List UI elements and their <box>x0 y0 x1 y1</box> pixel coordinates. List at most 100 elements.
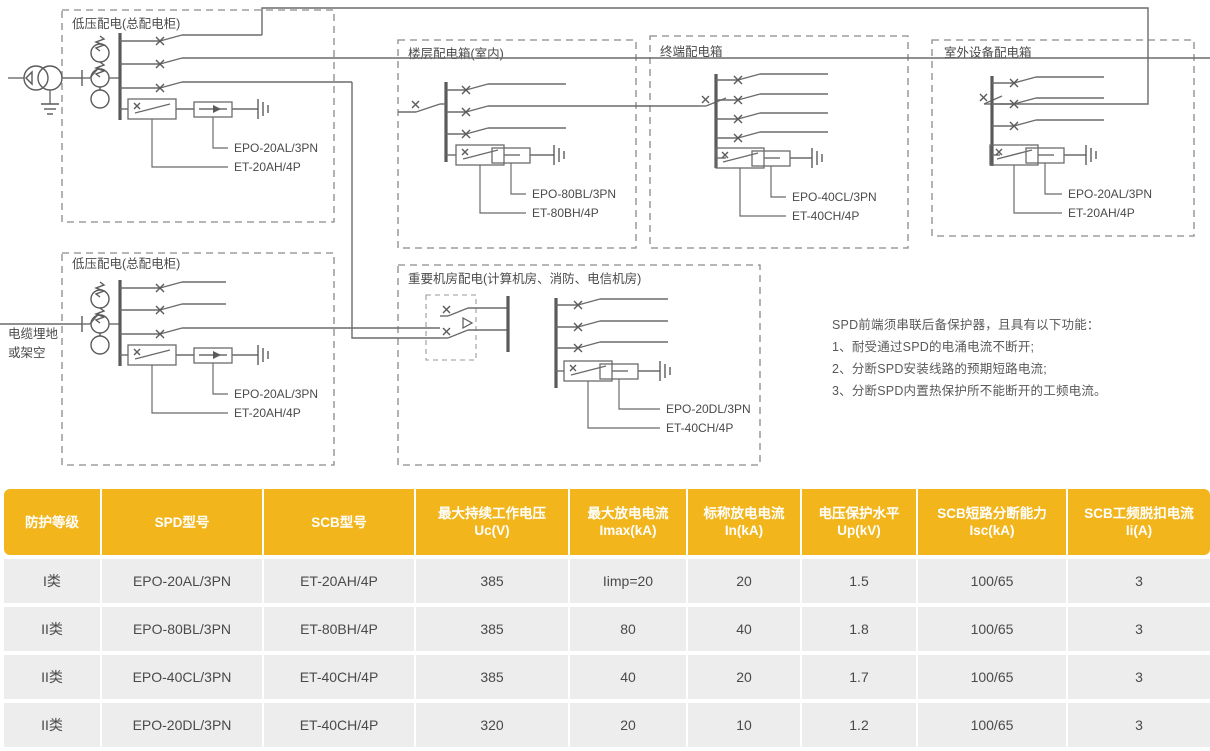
source-label-line2: 或架空 <box>8 346 46 360</box>
power-distribution-schematic: 低压配电(总配电柜) 楼层配电箱(室内) 终端配电箱 室外设备配电箱 低压配电(… <box>0 7 1210 466</box>
cell-up: 1.2 <box>802 703 916 747</box>
cell-scb-model: ET-40CH/4P <box>264 655 414 699</box>
trunk-top-rail <box>261 7 1149 105</box>
col-header-line1: SCB工频脱扣电流 <box>1084 506 1194 521</box>
spd-spec-table: 防护等级 SPD型号 SCB型号 最大持续工作电压 Uc(V) 最大放电电流 I <box>2 485 1210 751</box>
col-header-spd-model: SPD型号 <box>102 489 262 555</box>
panel-border-lv-main-top <box>61 9 335 223</box>
label-scb-floor-indoor: ET-80BH/4P <box>532 206 599 220</box>
cell-protection-class: I类 <box>4 559 100 603</box>
label-spd-lv-main-bottom: EPO-20AL/3PN <box>234 387 318 401</box>
cell-uc: 385 <box>416 559 568 603</box>
notes-block: SPD前端须串联后备保护器，且具有以下功能： 1、耐受通过SPD的电涌电流不断开… <box>832 314 1202 402</box>
cell-protection-class: II类 <box>4 607 100 651</box>
label-scb-critical-room: ET-40CH/4P <box>666 421 733 435</box>
label-spd-floor-indoor: EPO-80BL/3PN <box>532 187 616 201</box>
col-header-line1: 最大放电电流 <box>587 506 669 521</box>
cell-ii: 3 <box>1068 559 1210 603</box>
col-header-line2: Imax(kA) <box>599 523 657 538</box>
cell-in: 20 <box>688 559 800 603</box>
col-header-line2: Ii(A) <box>1125 523 1153 538</box>
col-header-line1: SCB型号 <box>311 514 367 530</box>
col-header-protection-class: 防护等级 <box>4 489 100 555</box>
label-spd-lv-main-top: EPO-20AL/3PN <box>234 141 318 155</box>
col-header-line2: Uc(V) <box>474 523 510 538</box>
col-header-line1: 标称放电电流 <box>703 506 785 521</box>
panel-outdoor-box: EPO-20AL/3PN ET-20AH/4P <box>979 76 1152 220</box>
cell-ii: 3 <box>1068 703 1210 747</box>
cell-isc: 100/65 <box>918 703 1066 747</box>
cell-protection-class: II类 <box>4 703 100 747</box>
ct-stack-bottom <box>82 281 120 355</box>
panel-title-outdoor-box: 室外设备配电箱 <box>944 45 1032 60</box>
panel-terminal-box: EPO-40CL/3PN ET-40CH/4P <box>700 73 877 223</box>
cell-imax: 80 <box>570 607 686 651</box>
panel-title-floor-indoor: 楼层配电箱(室内) <box>408 46 504 61</box>
panel-title-lv-main-bottom: 低压配电(总配电柜) <box>72 257 180 271</box>
source-label-line1: 电缆埋地 <box>8 327 59 341</box>
cell-imax: Iimp=20 <box>570 559 686 603</box>
table-row: II类 EPO-40CL/3PN ET-40CH/4P 385 40 20 1.… <box>4 655 1210 699</box>
cell-imax: 20 <box>570 703 686 747</box>
notes-item-3: 3、分断SPD内置热保护所不能断开的工频电流。 <box>832 384 1107 398</box>
panel-border-terminal-box <box>649 35 909 249</box>
col-header-imax: 最大放电电流 Imax(kA) <box>570 489 686 555</box>
cell-uc: 320 <box>416 703 568 747</box>
label-scb-outdoor-box: ET-20AH/4P <box>1068 206 1135 220</box>
cell-isc: 100/65 <box>918 607 1066 651</box>
label-spd-outdoor-box: EPO-20AL/3PN <box>1068 187 1152 201</box>
cell-in: 40 <box>688 607 800 651</box>
col-header-line1: 最大持续工作电压 <box>438 506 546 521</box>
cell-spd-model: EPO-20AL/3PN <box>102 559 262 603</box>
panel-border-outdoor-box <box>931 39 1195 237</box>
label-spd-terminal-box: EPO-40CL/3PN <box>792 190 877 204</box>
cell-spd-model: EPO-80BL/3PN <box>102 607 262 651</box>
cell-ii: 3 <box>1068 655 1210 699</box>
busbar-lv-main-top <box>118 33 1210 120</box>
col-header-line1: 电压保护水平 <box>818 506 900 521</box>
col-header-uc: 最大持续工作电压 Uc(V) <box>416 489 568 555</box>
notes-heading: SPD前端须串联后备保护器，且具有以下功能： <box>832 318 1100 332</box>
label-spd-critical-room: EPO-20DL/3PN <box>666 402 751 416</box>
trunk-to-critical-room <box>351 82 440 339</box>
page-root: 低压配电(总配电柜) 楼层配电箱(室内) 终端配电箱 室外设备配电箱 低压配电(… <box>0 7 1210 747</box>
col-header-line1: SCB短路分断能力 <box>937 506 1047 521</box>
panel-border-critical-room <box>397 264 761 466</box>
source-label-bottom: 电缆埋地 或架空 <box>0 316 83 360</box>
panel-border-lv-main-bottom <box>61 252 335 466</box>
label-scb-lv-main-top: ET-20AH/4P <box>234 160 301 174</box>
col-header-isc: SCB短路分断能力 Isc(kA) <box>918 489 1066 555</box>
spd-spec-table-wrapper: 防护等级 SPD型号 SCB型号 最大持续工作电压 Uc(V) 最大放电电流 I <box>0 485 1210 751</box>
col-header-scb-model: SCB型号 <box>264 489 414 555</box>
col-header-in: 标称放电电流 In(kA) <box>688 489 800 555</box>
cell-isc: 100/65 <box>918 655 1066 699</box>
cell-protection-class: II类 <box>4 655 100 699</box>
panel-critical-room: EPO-20DL/3PN ET-40CH/4P <box>425 294 751 435</box>
cell-spd-model: EPO-40CL/3PN <box>102 655 262 699</box>
panel-title-critical-room: 重要机房配电(计算机房、消防、电信机房) <box>408 271 641 286</box>
notes-item-1: 1、耐受通过SPD的电涌电流不断开; <box>832 340 1035 354</box>
spd-assembly-lv-main-bottom: EPO-20AL/3PN ET-20AH/4P <box>127 344 318 420</box>
col-header-line1: SPD型号 <box>154 514 210 530</box>
cell-imax: 40 <box>570 655 686 699</box>
panel-border-floor-indoor <box>397 39 637 249</box>
table-row: I类 EPO-20AL/3PN ET-20AH/4P 385 Iimp=20 2… <box>4 559 1210 603</box>
cell-scb-model: ET-80BH/4P <box>264 607 414 651</box>
cell-in: 20 <box>688 655 800 699</box>
ats-enclosure <box>425 294 477 361</box>
col-header-line2: In(kA) <box>724 523 764 538</box>
label-scb-lv-main-bottom: ET-20AH/4P <box>234 406 301 420</box>
col-header-line1: 防护等级 <box>25 514 79 530</box>
cell-in: 10 <box>688 703 800 747</box>
busbar-lv-main-bottom <box>118 280 440 366</box>
cell-up: 1.8 <box>802 607 916 651</box>
table-header-row: 防护等级 SPD型号 SCB型号 最大持续工作电压 Uc(V) 最大放电电流 I <box>4 489 1210 555</box>
label-scb-terminal-box: ET-40CH/4P <box>792 209 859 223</box>
panel-title-lv-main-top: 低压配电(总配电柜) <box>72 17 180 31</box>
cell-up: 1.5 <box>802 559 916 603</box>
ct-stack-top <box>82 35 120 109</box>
cell-scb-model: ET-40CH/4P <box>264 703 414 747</box>
cell-up: 1.7 <box>802 655 916 699</box>
col-header-line2: Up(kV) <box>837 523 881 538</box>
table-row: II类 EPO-20DL/3PN ET-40CH/4P 320 20 10 1.… <box>4 703 1210 747</box>
